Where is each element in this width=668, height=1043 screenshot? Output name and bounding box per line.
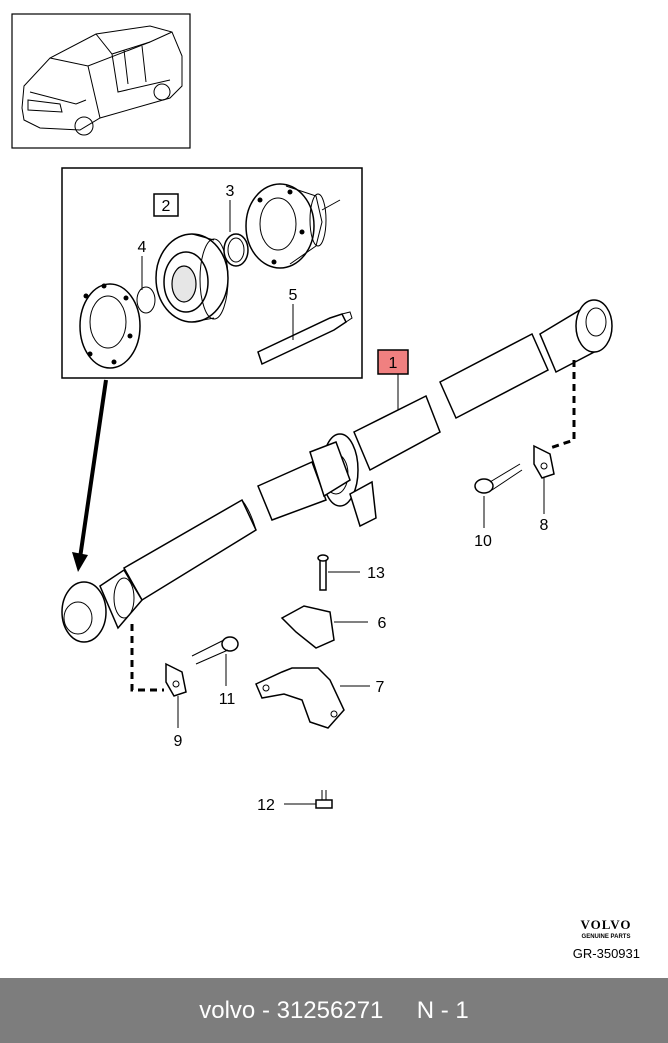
- leader-lines: [141, 200, 545, 805]
- brand-logo: VOLVO: [581, 917, 632, 932]
- callout-8: 8: [540, 517, 549, 534]
- stud-13: [317, 554, 329, 591]
- bolt-10: [474, 463, 523, 494]
- callout-12: 12: [257, 797, 275, 814]
- reference-code: GR-350931: [573, 946, 640, 961]
- callout-2: 2: [162, 198, 171, 215]
- callout-6: 6: [378, 615, 387, 632]
- callout-9: 9: [174, 733, 183, 750]
- footer-bar: volvo - 31256271 N - 1: [0, 978, 668, 1043]
- callout-11: 11: [219, 691, 236, 708]
- callout-10: 10: [474, 533, 492, 550]
- bracket-8: [533, 444, 555, 479]
- propeller-shaft: [61, 299, 613, 643]
- pad-6: [280, 605, 335, 649]
- bolt-11: [191, 636, 239, 665]
- brand-tagline: GENUINE PARTS: [582, 934, 631, 940]
- inset-arrow: [72, 379, 108, 572]
- callout-13: 13: [367, 565, 385, 582]
- vehicle-thumbnail: [11, 13, 191, 149]
- callout-5: 5: [289, 287, 298, 304]
- guide-line-left: [130, 624, 164, 692]
- bracket-7: [255, 667, 345, 729]
- callout-3: 3: [226, 183, 235, 200]
- callout-1-highlight: [377, 349, 409, 375]
- callout-1: 1: [389, 355, 398, 372]
- callout-4: 4: [138, 239, 147, 256]
- detail-inset: [61, 167, 363, 379]
- guide-line-right: [549, 360, 576, 450]
- callout-7: 7: [376, 679, 385, 696]
- bolt-12: [315, 790, 333, 809]
- footer-caption: volvo - 31256271 N - 1: [199, 996, 469, 1024]
- bracket-9: [165, 662, 187, 697]
